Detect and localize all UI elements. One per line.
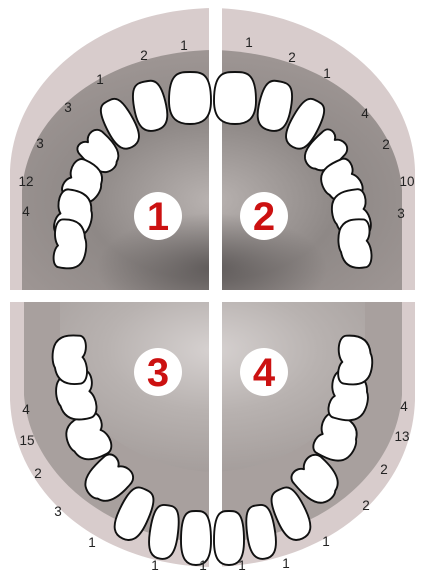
- tooth-count-q3-5: 1: [88, 535, 96, 550]
- tooth-count-q2-3: 1: [323, 66, 331, 81]
- tooth-count-q4-6: 1: [282, 556, 290, 571]
- tooth-count-q2-4: 4: [361, 106, 369, 121]
- tooth-count-q4-3: 2: [380, 462, 388, 477]
- tooth-count-q1-1: 1: [180, 38, 188, 53]
- tooth-count-q1-7: 4: [22, 204, 30, 219]
- tooth-q4-1: [214, 511, 244, 565]
- tooth-q1-1: [169, 72, 211, 124]
- tooth-count-q3-3: 2: [34, 466, 42, 481]
- tooth-count-q2-2: 2: [288, 50, 296, 65]
- tooth-count-q4-7: 1: [238, 558, 246, 573]
- tooth-count-q4-5: 1: [322, 534, 330, 549]
- tooth-count-q2-6: 10: [399, 174, 414, 189]
- tooth-q3-1: [181, 511, 211, 565]
- tooth-count-q2-5: 2: [382, 137, 390, 152]
- tooth-count-q3-1: 4: [22, 402, 30, 417]
- quadrant-1-label: 1: [147, 195, 169, 239]
- tooth-count-q3-6: 1: [151, 558, 159, 573]
- oral-arches: [0, 8, 425, 570]
- tooth-count-q1-5: 3: [36, 136, 44, 151]
- tooth-count-q2-7: 3: [397, 206, 405, 221]
- tooth-count-q4-4: 2: [362, 498, 370, 513]
- vertical-divider-upper: [209, 8, 222, 292]
- tooth-q4-7: [337, 335, 373, 385]
- tooth-count-q1-3: 1: [96, 72, 104, 87]
- quadrant-4-label: 4: [253, 351, 276, 395]
- tooth-count-q1-4: 3: [64, 100, 72, 115]
- tooth-count-q2-1: 1: [245, 35, 253, 50]
- tooth-q2-1: [214, 72, 256, 124]
- tooth-count-q1-6: 12: [18, 174, 33, 189]
- tooth-count-q4-1: 4: [400, 399, 408, 414]
- tooth-count-q3-7: 1: [199, 558, 207, 573]
- quadrant-2-label: 2: [253, 195, 275, 239]
- tooth-count-q4-2: 13: [394, 429, 409, 444]
- horizontal-divider: [0, 290, 425, 302]
- quadrant-3-label: 3: [147, 351, 169, 395]
- tooth-count-q3-4: 3: [54, 504, 62, 519]
- tooth-count-q1-2: 2: [140, 48, 148, 63]
- tooth-count-q3-2: 15: [19, 433, 34, 448]
